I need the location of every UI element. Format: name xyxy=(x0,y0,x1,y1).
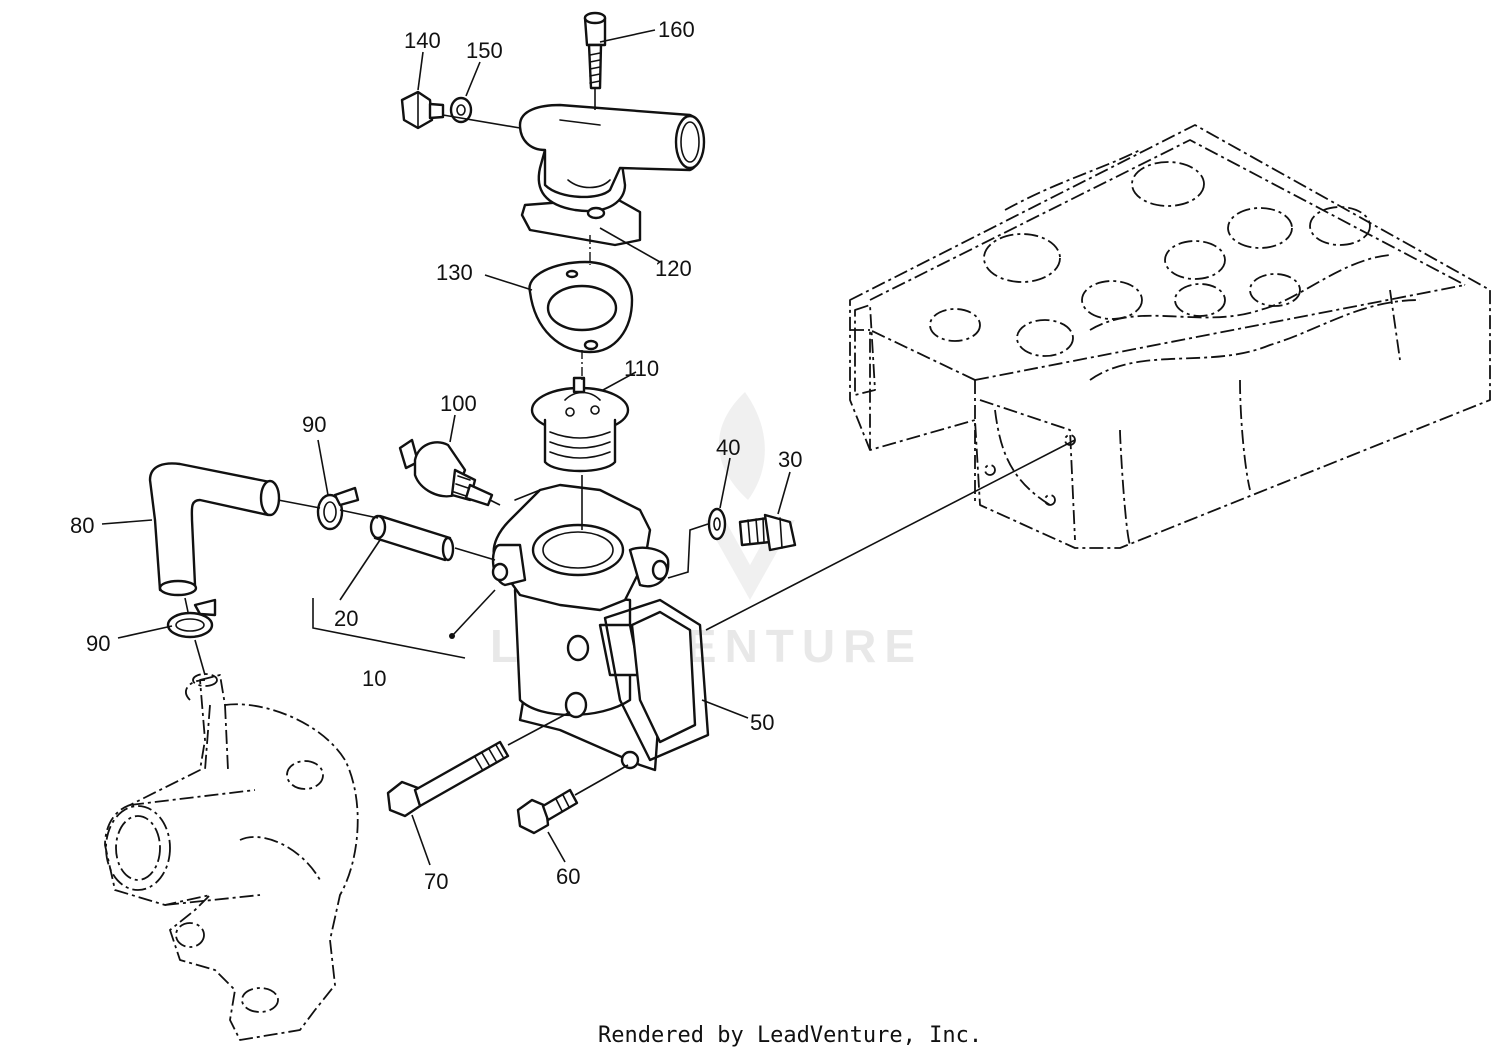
callout-160: 160 xyxy=(658,17,695,42)
callout-leaders xyxy=(101,29,791,866)
callout-40: 40 xyxy=(716,435,740,460)
washer-150 xyxy=(449,96,473,124)
credit-text: Rendered by LeadVenture, Inc. xyxy=(598,1023,982,1048)
engine-block xyxy=(849,124,1491,549)
callout-110: 110 xyxy=(624,356,659,381)
clamp-90-lower xyxy=(166,598,217,639)
callout-90-lower: 90 xyxy=(86,631,110,656)
callout-120: 120 xyxy=(655,256,692,281)
callout-90-upper: 90 xyxy=(302,412,326,437)
gasket-50 xyxy=(603,598,710,762)
callout-150: 150 xyxy=(466,38,503,63)
callout-140: 140 xyxy=(404,28,441,53)
bolt-140 xyxy=(400,90,445,130)
bolt-70 xyxy=(386,740,510,818)
plug-30 xyxy=(738,513,797,552)
water-pump xyxy=(104,673,359,1041)
callout-130: 130 xyxy=(436,260,473,285)
bolt-160 xyxy=(583,11,607,90)
clamp-90-upper xyxy=(316,486,360,531)
assembly-guides xyxy=(184,88,1076,796)
callout-30: 30 xyxy=(778,447,802,472)
pipe-20 xyxy=(369,514,455,562)
hose-80 xyxy=(148,462,281,597)
sender-100 xyxy=(398,438,494,507)
thermostat-cover xyxy=(518,103,706,247)
callout-70: 70 xyxy=(424,869,448,894)
thermostat-110 xyxy=(530,376,630,473)
thermostat-housing xyxy=(491,483,670,772)
callout-labels: 160 140 150 120 130 110 100 90 80 20 10 … xyxy=(70,17,802,894)
callout-10: 10 xyxy=(362,666,386,691)
washer-40 xyxy=(707,507,727,541)
bolt-60 xyxy=(516,788,579,835)
callout-100: 100 xyxy=(440,391,477,416)
callout-50: 50 xyxy=(750,710,774,735)
callout-80: 80 xyxy=(70,513,94,538)
callout-20: 20 xyxy=(334,606,358,631)
gasket-130 xyxy=(528,260,634,354)
callout-60: 60 xyxy=(556,864,580,889)
